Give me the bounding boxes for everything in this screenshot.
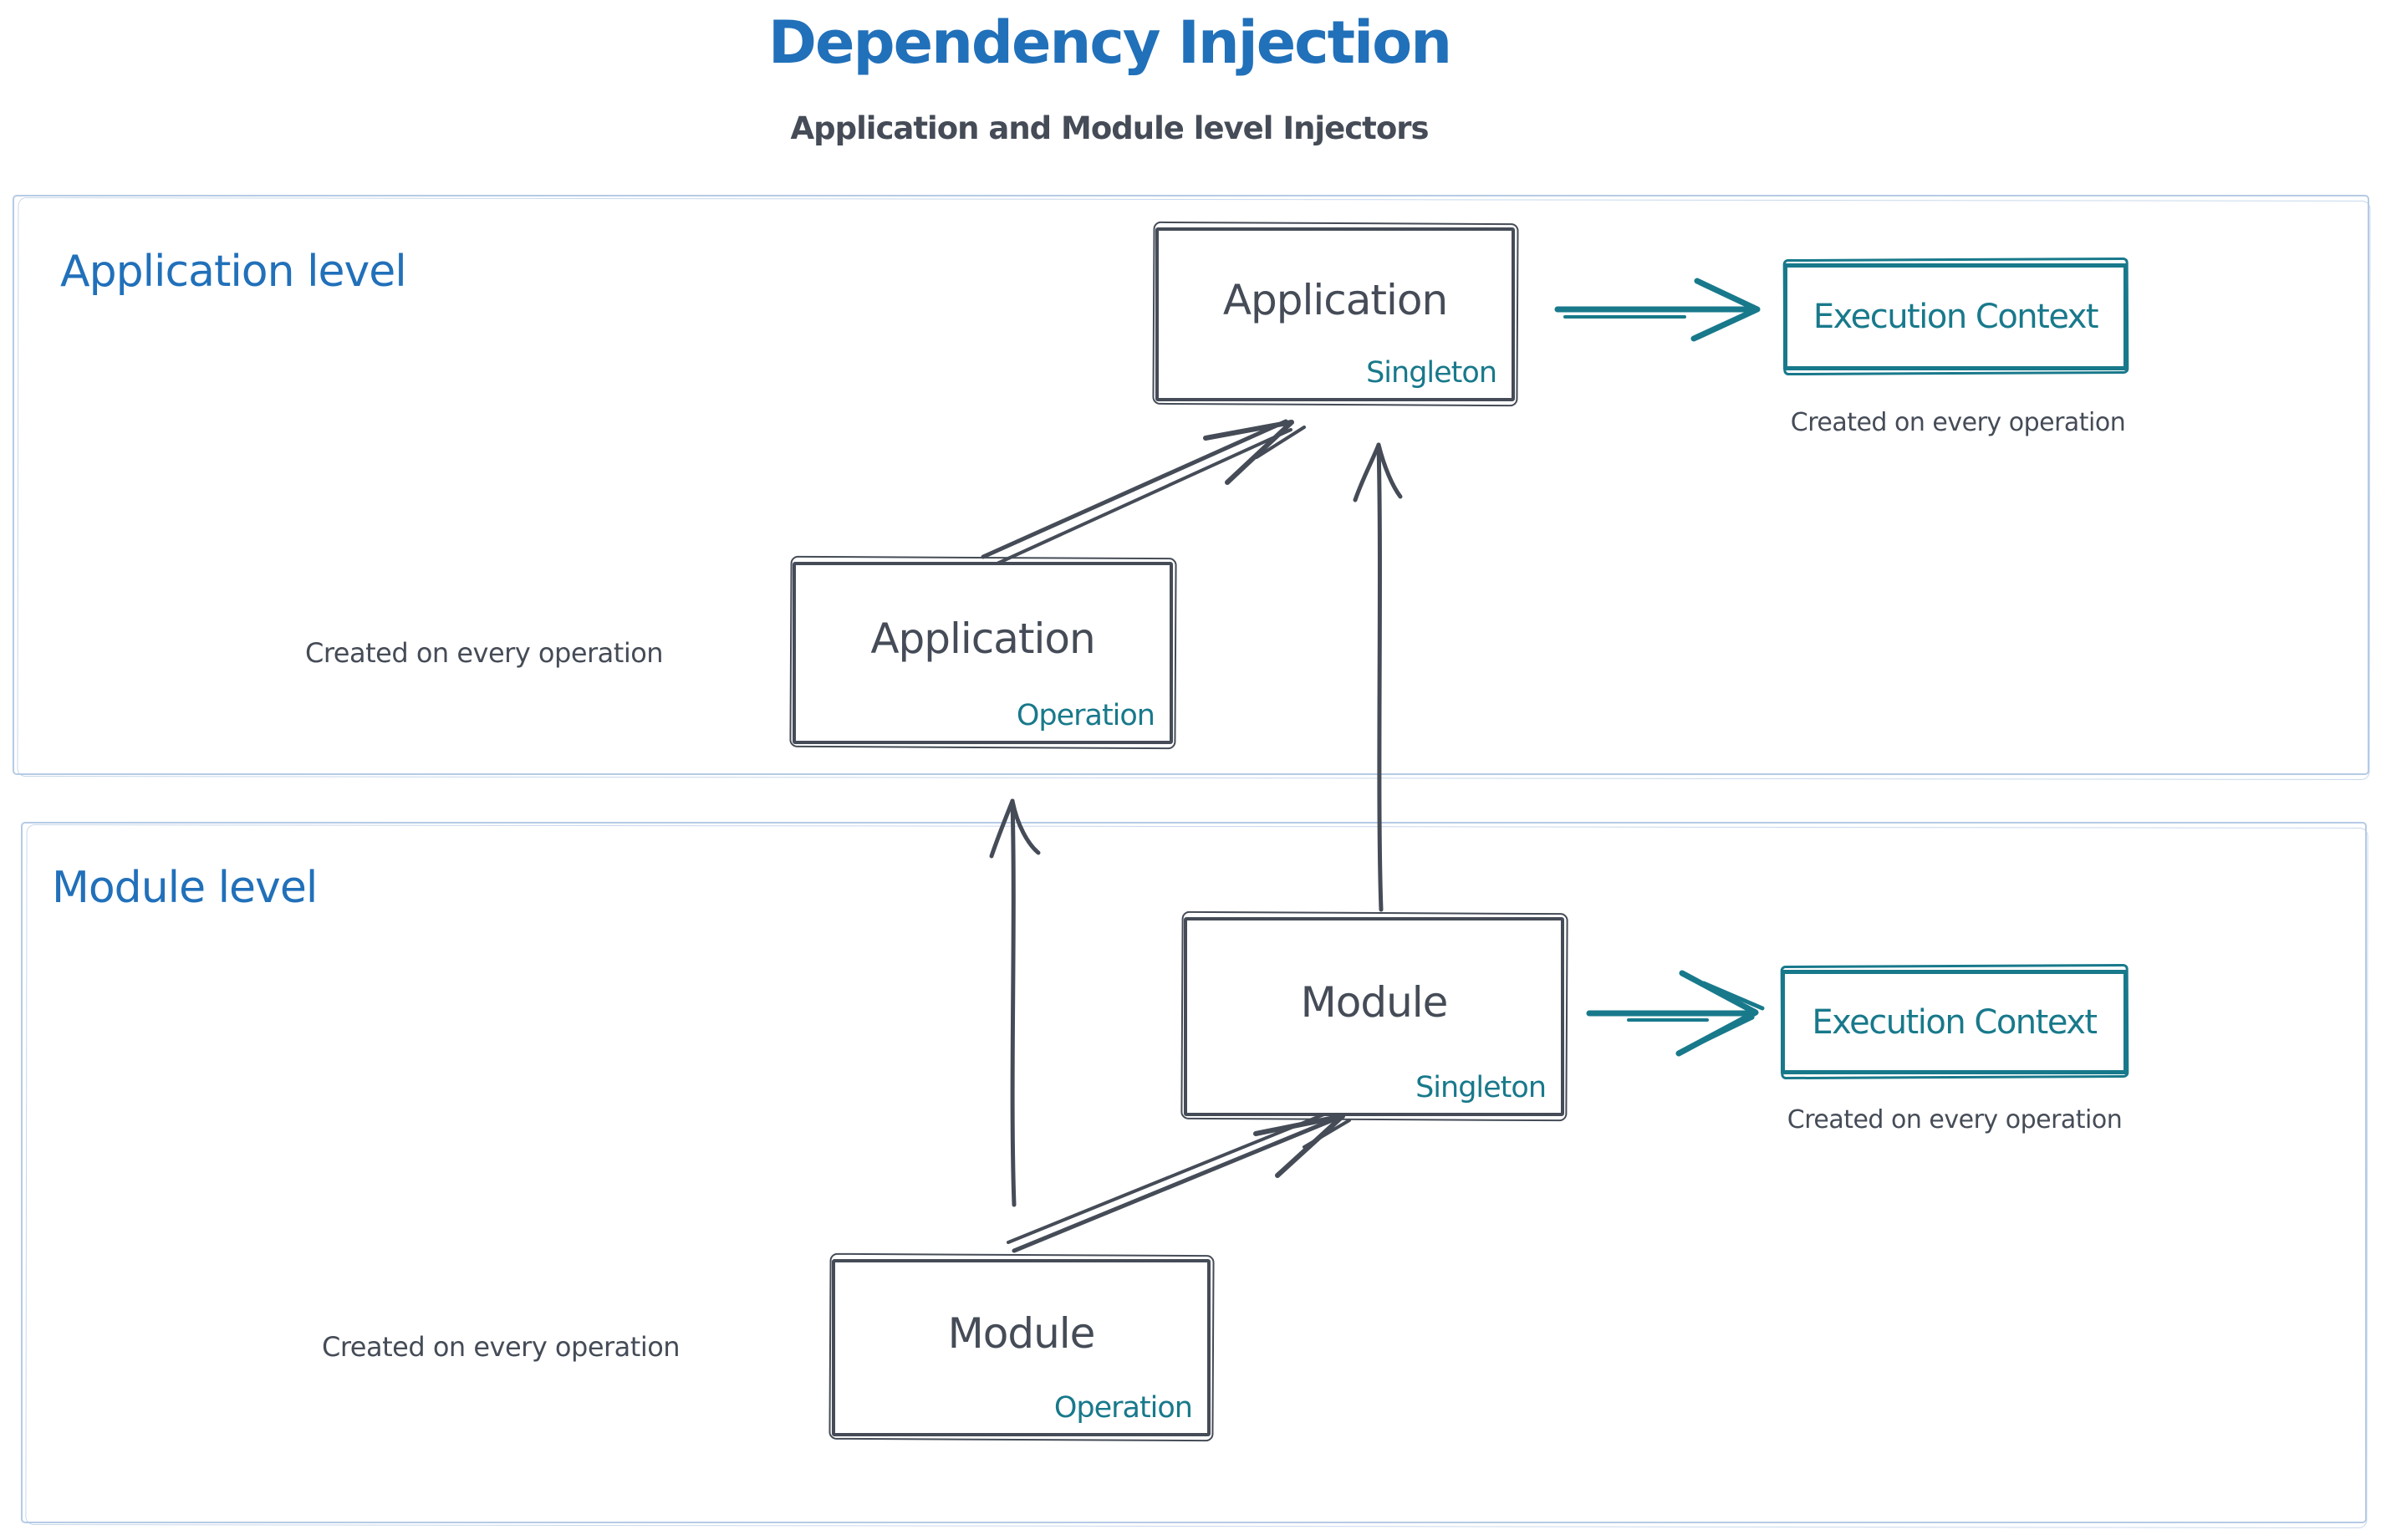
caption-exec-context-application: Created on every operation [1790,408,2126,437]
application-level-container [13,195,2369,775]
node-badge-operation: Operation [1016,699,1155,732]
node-title: Application [870,614,1095,663]
execution-context-title: Execution Context [1812,1002,2098,1042]
execution-context-title: Execution Context [1812,298,2099,336]
node-module-operation: Module Operation [832,1259,1211,1436]
node-badge-singleton: Singleton [1415,1071,1547,1104]
application-level-label: Application level [60,247,407,297]
caption-module-operation: Created on every operation [322,1331,681,1363]
node-title: Application [1222,276,1448,324]
page-subtitle: Application and Module level Injectors [790,110,1429,146]
caption-application-operation: Created on every operation [305,637,664,669]
node-title: Module [947,1309,1096,1358]
module-level-label: Module level [52,863,318,913]
page-title: Dependency Injection [767,8,1452,77]
execution-context-application: Execution Context [1783,263,2128,370]
node-application-operation: Application Operation [793,562,1173,744]
node-title: Module [1300,978,1449,1027]
node-badge-singleton: Singleton [1366,356,1497,390]
execution-context-module: Execution Context [1781,970,2128,1074]
node-module-singleton: Module Singleton [1184,917,1564,1116]
caption-exec-context-module: Created on every operation [1787,1105,2123,1135]
node-application-singleton: Application Singleton [1155,227,1515,401]
node-badge-operation: Operation [1053,1391,1193,1425]
module-level-container [21,822,2367,1523]
